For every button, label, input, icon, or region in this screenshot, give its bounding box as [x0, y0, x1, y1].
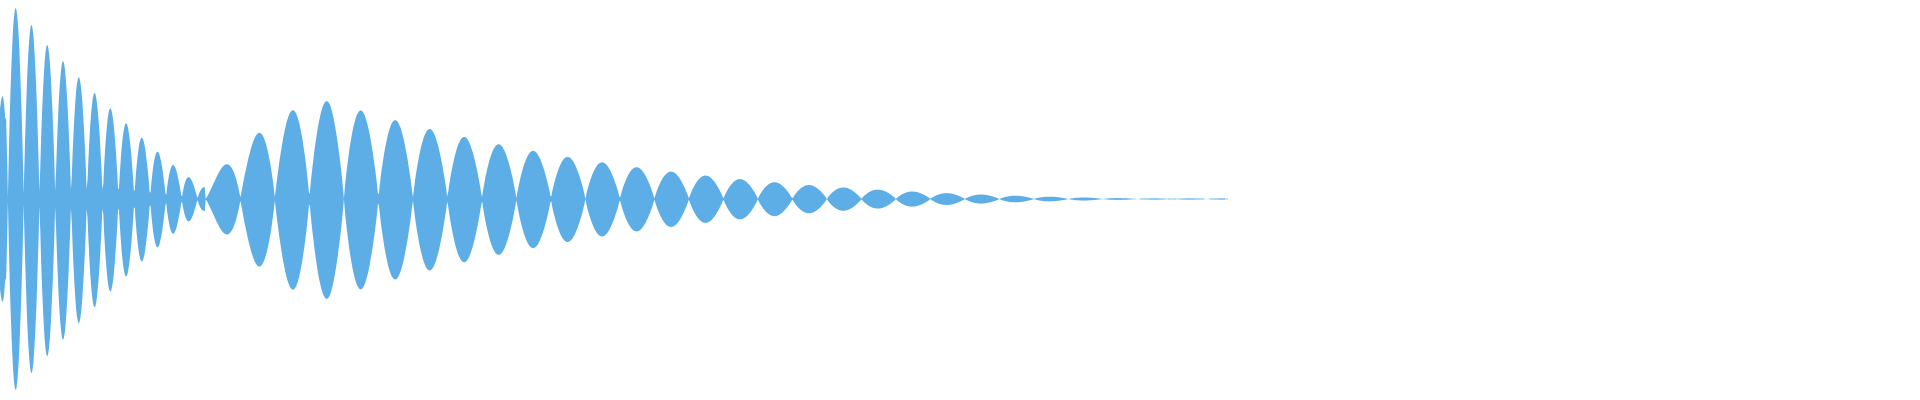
waveform-path: [0, 7, 1225, 391]
